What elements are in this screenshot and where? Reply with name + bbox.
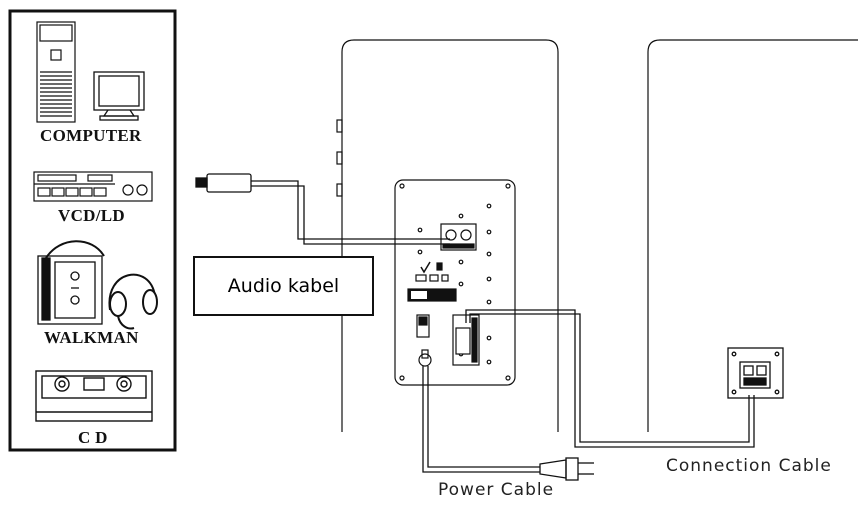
cd-label: C D	[78, 428, 108, 447]
power-cable-label: Power Cable	[438, 480, 555, 500]
computer-monitor-icon	[93, 71, 145, 121]
source-devices-panel	[8, 9, 177, 452]
power-plug-icon	[539, 457, 594, 481]
cd-cassette-icon	[35, 370, 153, 422]
audio-cable-label: Audio kabel	[227, 275, 340, 297]
vcd-label: VCD/LD	[58, 206, 125, 225]
headphones-icon	[108, 273, 158, 330]
walkman-icon	[37, 240, 105, 325]
vcd-player-icon	[33, 171, 153, 202]
audio-cable	[251, 180, 450, 245]
walkman-label: WALKMAN	[44, 328, 139, 347]
main-speaker	[336, 39, 559, 432]
power-cable	[422, 366, 540, 473]
connection-cable-label: Connection Cable	[666, 456, 832, 476]
computer-tower-icon	[36, 21, 76, 123]
speaker-terminal-icon	[727, 347, 784, 399]
rear-panel	[394, 179, 516, 386]
computer-label: COMPUTER	[40, 126, 142, 145]
connection-cable	[465, 309, 755, 448]
audio-plug-icon	[195, 173, 252, 193]
satellite-speaker	[647, 39, 858, 432]
audio-cable-callout: Audio kabel	[193, 256, 374, 316]
